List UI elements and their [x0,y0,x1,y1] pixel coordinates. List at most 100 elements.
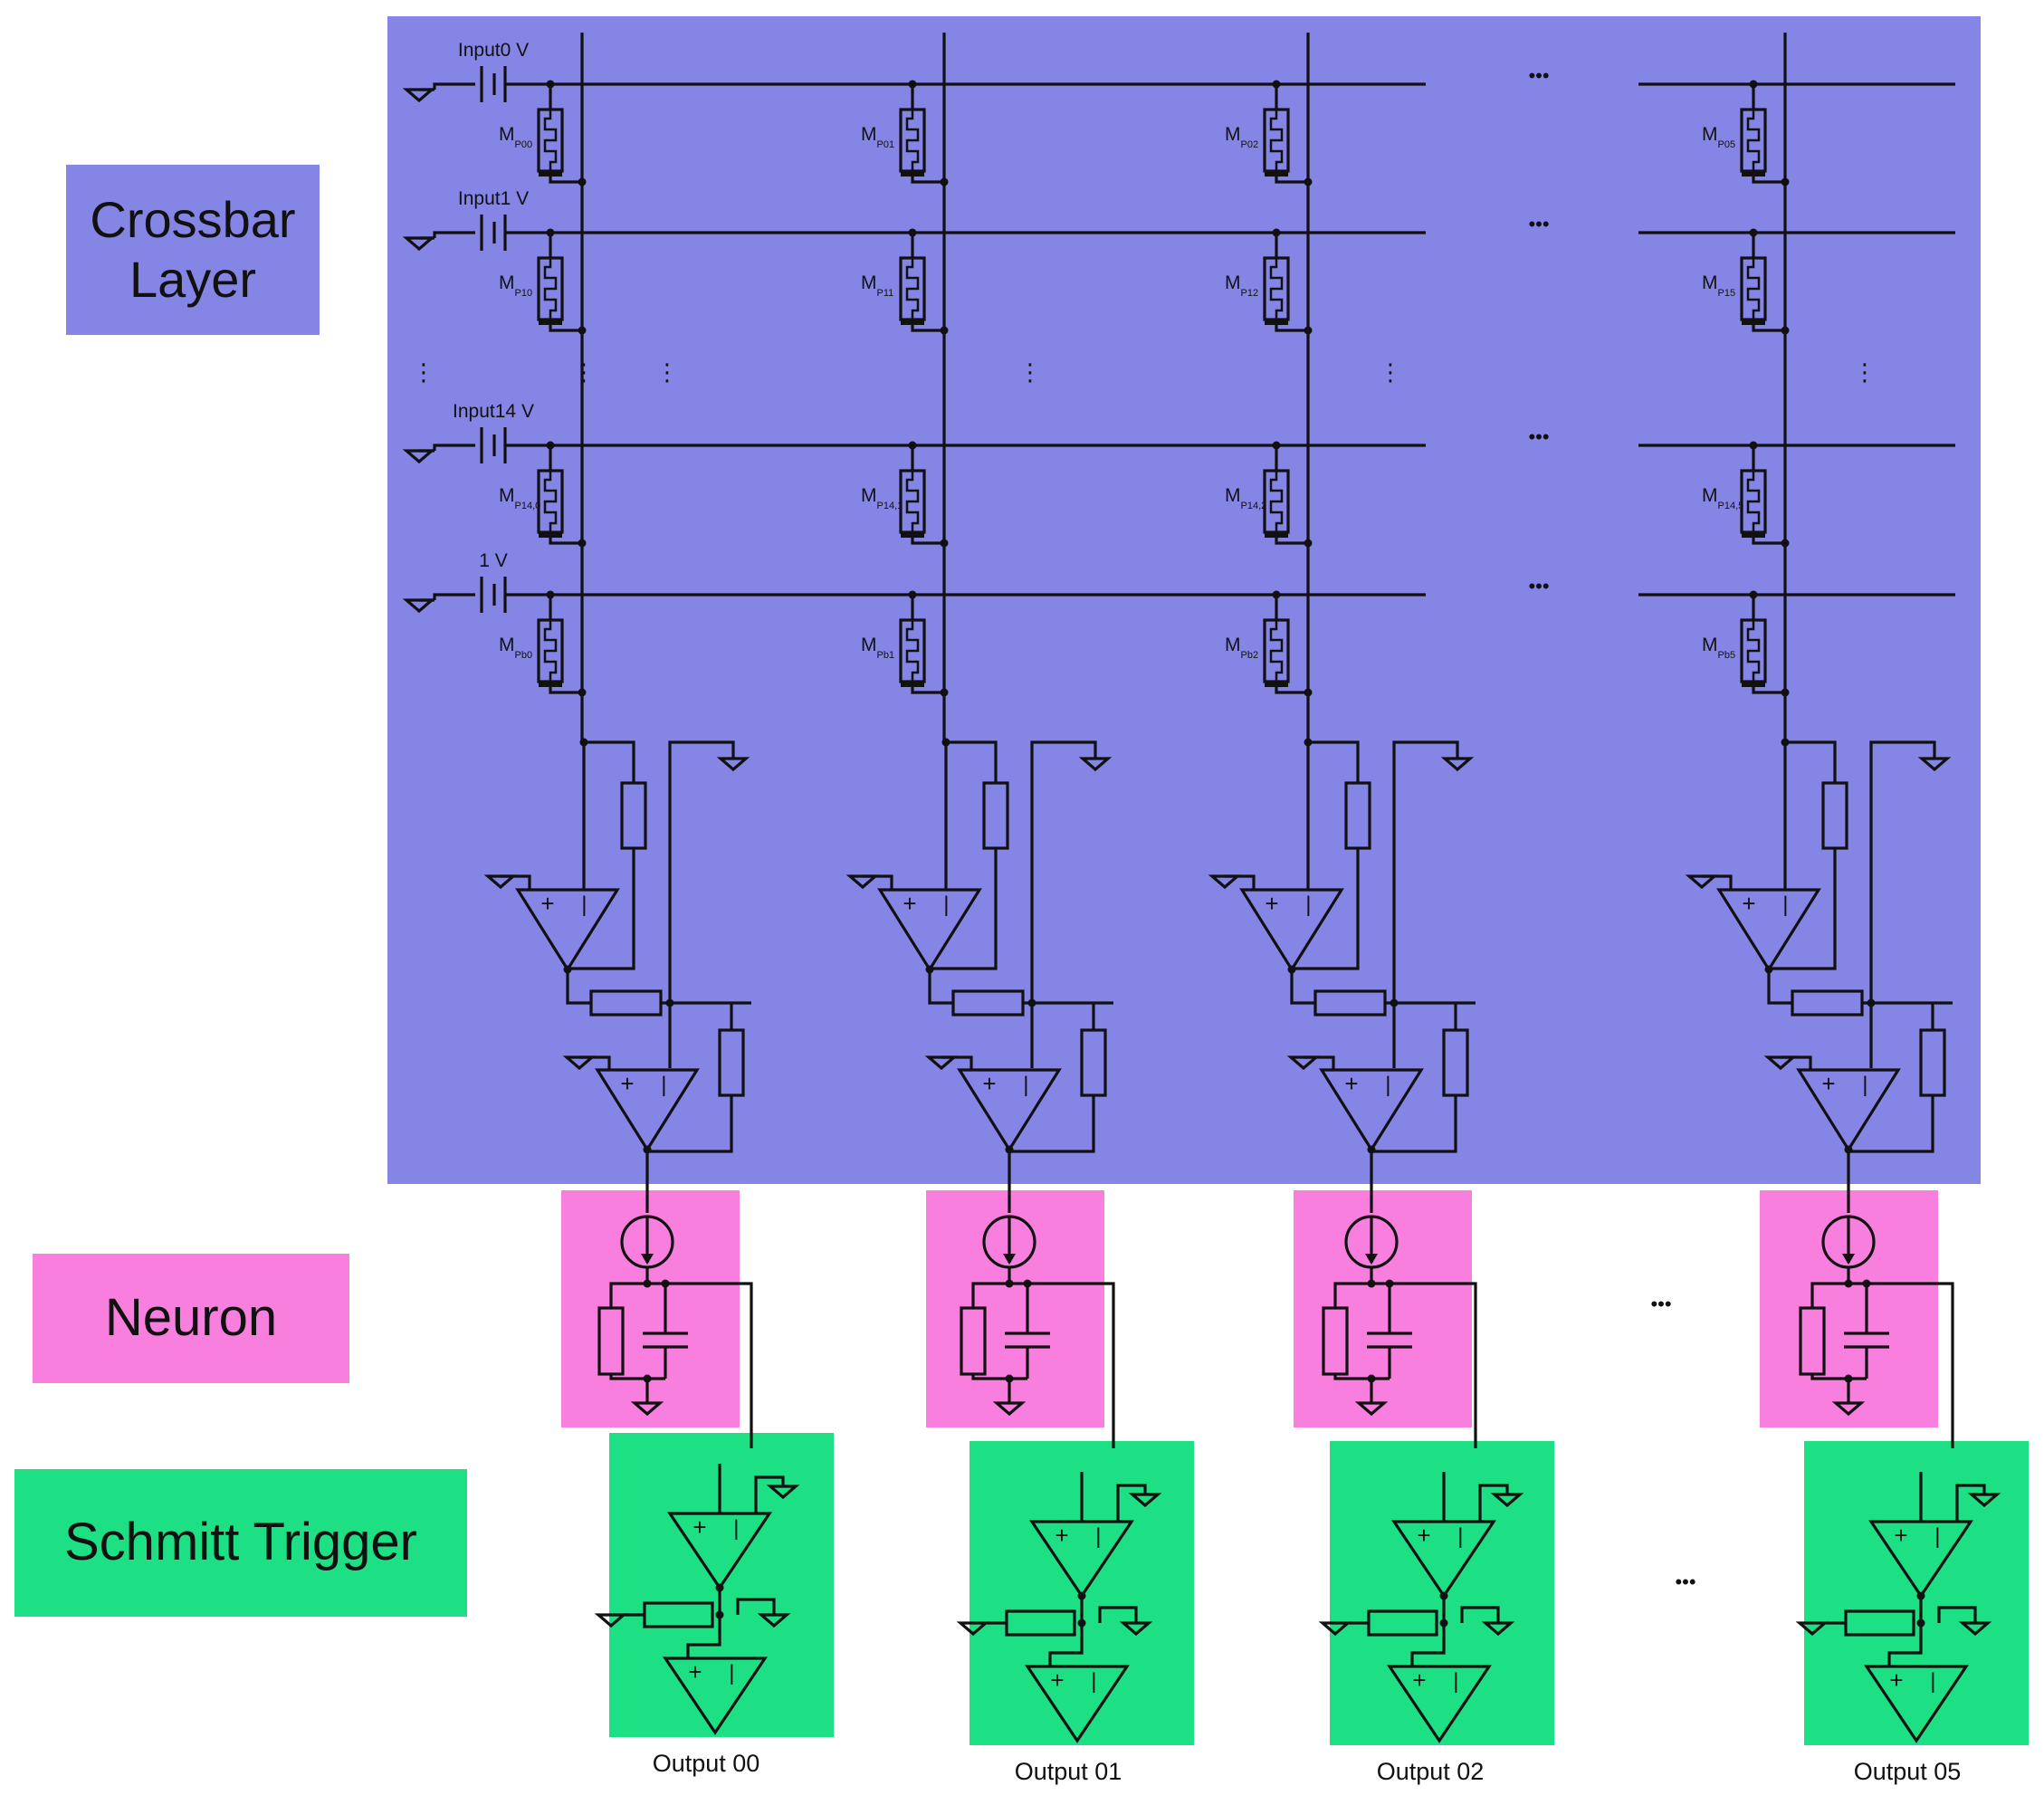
junction-dot [1781,688,1790,697]
junction-dot [1390,998,1399,1007]
memristor [1263,469,1290,538]
memristor-cell-0-1: MP01 [861,80,949,186]
ground-symbol [1481,1621,1515,1637]
memristor [1263,256,1290,325]
memristor-cell-0-3: MP05 [1702,80,1790,186]
ground-symbol [1440,757,1475,772]
junction-dot [940,326,949,335]
opamp-minus-sign: | [1457,1524,1463,1549]
vertical-ellipsis-1: ⋮ [572,358,596,386]
memristor [537,256,564,325]
memristor [1740,618,1767,687]
resistor [597,1306,625,1376]
opamp-plus-sign: + [1889,1666,1903,1694]
output-label-1: Output 01 [1015,1758,1122,1785]
memristor-subscript: P02 [1241,139,1259,150]
opamp-minus-sign: | [1385,1073,1390,1097]
ground-symbol [483,874,518,890]
resistor [1344,781,1371,850]
memristor [899,108,926,177]
memristor-cell-0-2: MP02 [1225,80,1313,186]
opamp-minus-sign: | [729,1661,734,1685]
memristor [537,108,564,177]
memristor-subscript: P10 [515,288,533,299]
neuron-region-0 [561,1190,740,1427]
opamp: +| [1387,1665,1492,1743]
opamp-plus-sign: + [1412,1666,1426,1694]
memristor-subscript: P05 [1718,139,1736,150]
opamp-minus-sign: | [1930,1669,1935,1694]
opamp-plus-sign: + [1742,890,1755,917]
opamp-plus-sign: + [620,1070,634,1097]
memristor [1740,256,1767,325]
legend-schmitt-label: Schmitt Trigger [64,1513,417,1572]
memristor-subscript: P01 [877,139,895,150]
arrow-icon [1842,1254,1855,1265]
schmitt-ellipsis: ••• [1675,1571,1695,1593]
resistor [620,781,647,850]
opamp: +| [1239,888,1344,973]
junction-dot [1304,326,1313,335]
memristor-cell-3-2: MPb2 [1225,590,1313,697]
memristor-cell-3-3: MPb5 [1702,590,1790,697]
output-label-2: Output 02 [1377,1758,1485,1785]
opamp-plus-sign: + [982,1070,996,1097]
ground-symbol [992,1401,1027,1417]
memristor-label: MP11 [861,272,893,299]
opamp: +| [667,1512,772,1590]
ground-symbol [716,757,750,772]
output-label-3: Output 05 [1854,1758,1962,1785]
memristor-label: MP12 [1225,272,1258,299]
resistor [1080,1028,1107,1097]
opamp-plus-sign: + [1417,1522,1430,1549]
ground-symbol [402,598,436,614]
junction-dot [1304,177,1313,186]
memristor-label: MPb0 [499,635,532,661]
memristor-cell-2-0: MP14,0 [499,441,587,548]
opamp: +| [877,888,982,973]
junction-dot [578,688,587,697]
ground-symbol [1354,1401,1389,1417]
schmitt-circuit-3: +|+|Output 05 [1795,1472,2001,1785]
legend-schmitt-trigger: Schmitt Trigger [14,1469,467,1617]
opamp-plus-sign: + [1344,1070,1358,1097]
memristor [899,256,926,325]
junction-dot [940,688,949,697]
arrow-icon [1003,1254,1016,1265]
opamp-minus-sign: | [1782,893,1788,917]
memristor-cell-1-1: MP11 [861,228,949,335]
memristor-label: MP14,0 [499,485,540,511]
junction-dot [940,177,949,186]
input-label-2: Input14 V [453,401,534,422]
memristor-label: MPb2 [1225,635,1258,661]
opamp-plus-sign: + [1821,1070,1835,1097]
resistor [718,1028,745,1097]
neuron-circuit-3 [1799,1150,1954,1448]
memristor-subscript: P14,2 [1241,501,1267,511]
memristor-label: MP00 [499,124,532,150]
memristor-cell-3-1: MPb1 [861,590,949,697]
vertical-ellipsis-0: ⋮ [412,358,435,386]
resistor [982,781,1009,850]
opamp-minus-sign: | [661,1073,666,1097]
opamp: +| [663,1657,768,1735]
battery-source [480,66,507,102]
opamp: +| [1319,1068,1424,1153]
memristor [537,618,564,687]
resistor [1844,1609,1915,1637]
opamp-minus-sign: | [1934,1524,1940,1549]
schmitt-circuit-2: +|+|Output 02 [1318,1472,1524,1785]
resistor [1367,1609,1438,1637]
ground-symbol [1119,1621,1153,1637]
ground-symbol [1318,1621,1352,1637]
memristor-cell-2-2: MP14,2 [1225,441,1313,548]
opamp-minus-sign: | [1095,1524,1101,1549]
junction-dot [578,539,587,548]
memristor-subscript: Pb5 [1718,650,1736,661]
memristor-label: MP01 [861,124,894,150]
neuron-circuit-0 [597,1150,753,1448]
